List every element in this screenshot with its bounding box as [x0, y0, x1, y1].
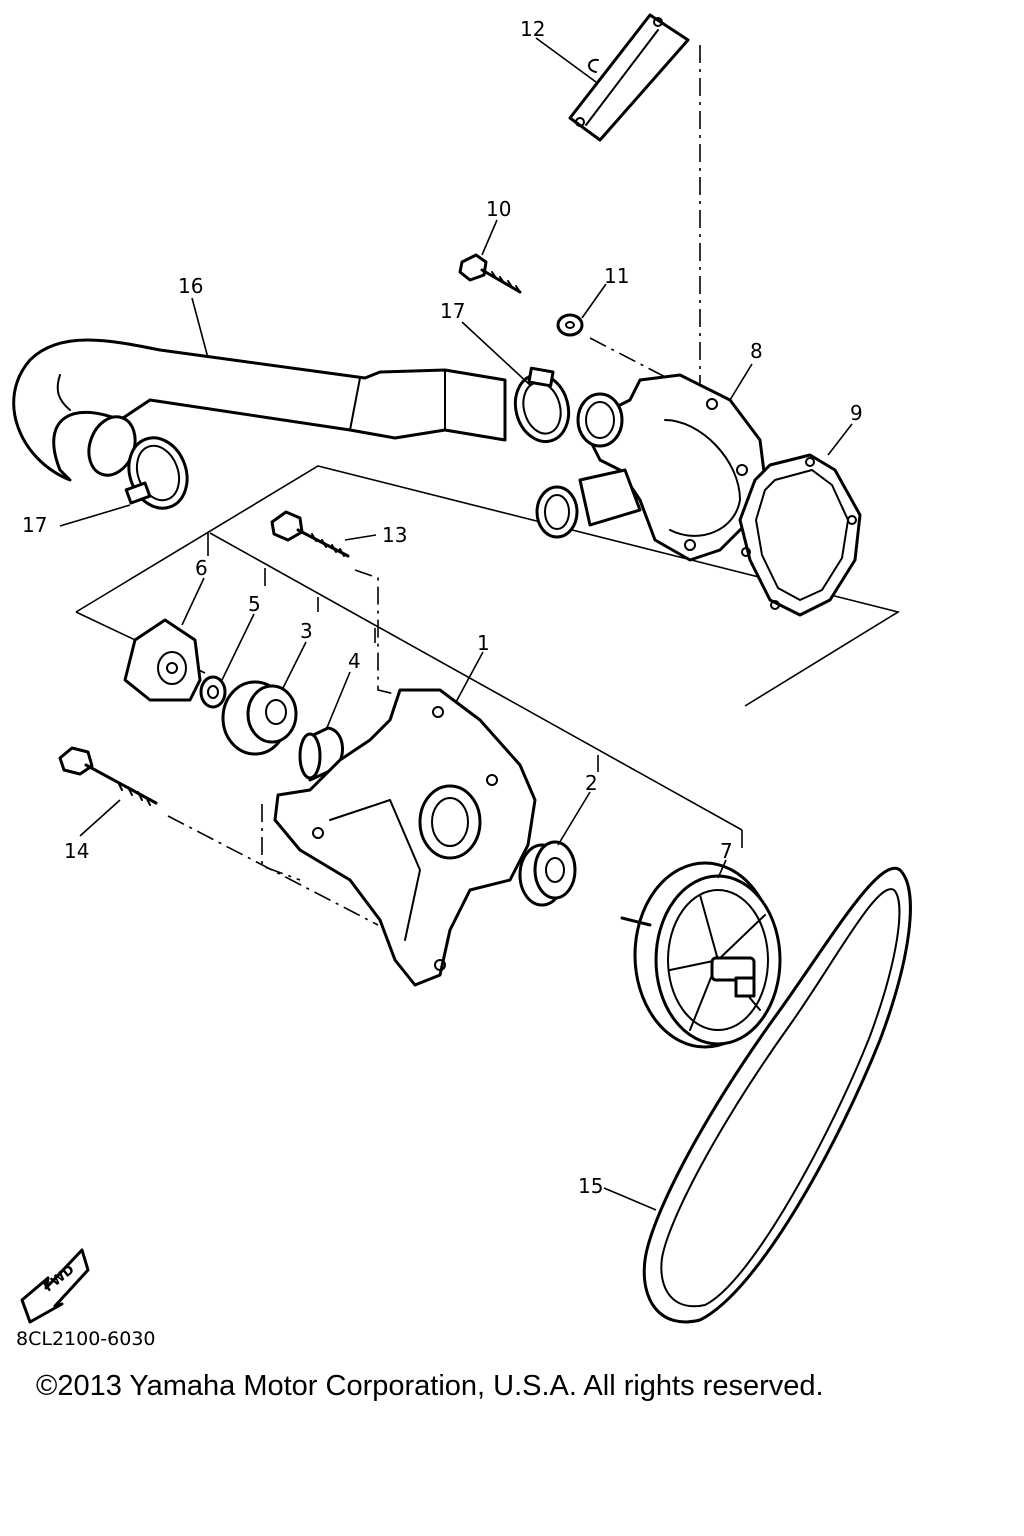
callout-12: 12 — [520, 17, 545, 41]
callout-5: 5 — [248, 592, 261, 616]
leader-lines — [59, 37, 853, 1211]
bracket-12 — [568, 13, 690, 142]
gasket-9 — [738, 453, 862, 617]
washer-5 — [199, 675, 227, 709]
pump-housing-1 — [273, 688, 537, 987]
callout-8: 8 — [750, 339, 763, 363]
fwd-arrow-icon: FWD — [20, 1248, 90, 1324]
callout-17-left: 17 — [22, 513, 47, 537]
drawing-code: 8CL2100-6030 — [16, 1328, 156, 1350]
callout-11: 11 — [604, 264, 629, 288]
pump-cover-8 — [535, 373, 767, 562]
bolt-10 — [458, 253, 522, 294]
callout-3: 3 — [300, 619, 313, 643]
callout-16: 16 — [178, 274, 203, 298]
seal-3 — [221, 680, 298, 756]
pulley-7 — [620, 861, 782, 1049]
callout-13: 13 — [382, 523, 407, 547]
callout-17-top: 17 — [440, 299, 465, 323]
callout-9: 9 — [850, 401, 863, 425]
callout-4: 4 — [348, 649, 361, 673]
copyright-notice: ©2013 Yamaha Motor Corporation, U.S.A. A… — [36, 1370, 824, 1402]
callout-2: 2 — [585, 771, 598, 795]
callout-6: 6 — [195, 556, 208, 580]
callout-15: 15 — [578, 1174, 603, 1198]
drive-belt-15 — [642, 866, 912, 1324]
callout-1: 1 — [477, 631, 490, 655]
impeller-6 — [123, 618, 202, 702]
callout-10: 10 — [486, 197, 511, 221]
callout-14: 14 — [64, 839, 89, 863]
callout-7: 7 — [720, 839, 733, 863]
bearing-2 — [518, 840, 577, 907]
bolt-14 — [58, 746, 158, 806]
washer-11 — [556, 313, 584, 337]
hose-clamp-left — [124, 436, 189, 510]
hose-clamp-right — [513, 366, 571, 444]
callout-labels: 12 10 11 16 17 8 9 17 13 6 5 3 4 1 2 7 1… — [22, 17, 863, 1198]
bolt-13 — [270, 510, 350, 558]
radiator-hose — [12, 338, 507, 482]
